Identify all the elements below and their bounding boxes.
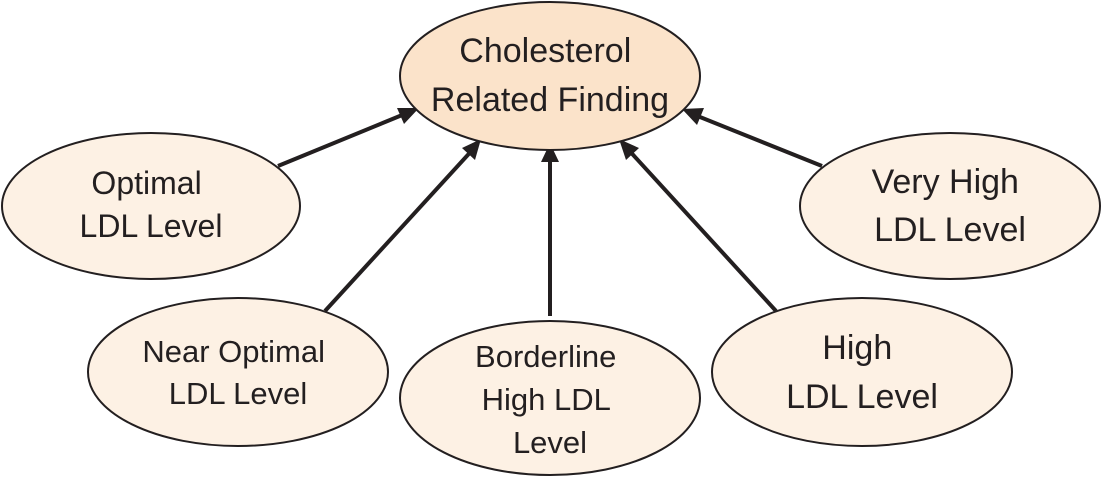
svg-text:Optimal LDL Level: Optimal LDL Level (80, 165, 223, 244)
node-center-shape (399, 1, 701, 151)
node-optimal-line-1: Optimal (91, 165, 201, 201)
arrowhead-very-high (682, 108, 704, 125)
arrowhead-borderline (541, 143, 559, 162)
node-borderline-line-2: High LDL (482, 382, 611, 417)
arrowhead-optimal (397, 108, 419, 124)
node-near-optimal-ldl-level: Near Optimal LDL Level (87, 297, 389, 447)
node-borderline-line-3: Level (513, 425, 587, 460)
node-high-ldl-level: High LDL Level (711, 297, 1013, 447)
node-high-line-1: High (822, 329, 892, 367)
edge-near-optimal-to-center (323, 144, 478, 313)
node-optimal-line-2: LDL Level (80, 208, 223, 244)
node-near-optimal-line-2: LDL Level (169, 376, 307, 411)
node-high-shape (711, 297, 1013, 447)
arrowhead-near-optimal (462, 139, 481, 160)
edges-layer (277, 108, 823, 316)
node-very-high-shape (799, 132, 1101, 280)
node-cholesterol-related-finding: Cholesterol Related Finding (399, 1, 701, 151)
svg-text:Very High LDL Level: Very High LDL Level (872, 163, 1029, 249)
node-center-line-1: Cholesterol (459, 32, 631, 70)
node-optimal-ldl-level: Optimal LDL Level (1, 132, 301, 280)
node-very-high-line-1: Very High (872, 163, 1019, 201)
arrowhead-high (619, 139, 639, 160)
node-borderline-line-1: Borderline (475, 339, 616, 374)
svg-text:Borderline High LDL: Borderline High LDL Level (475, 339, 625, 460)
node-very-high-ldl-level: Very High LDL Level (799, 132, 1101, 280)
node-near-optimal-line-1: Near Optimal (142, 334, 325, 369)
node-high-line-2: LDL Level (786, 378, 938, 416)
node-very-high-line-2: LDL Level (874, 211, 1026, 249)
node-optimal-shape (1, 132, 301, 280)
svg-text:High LDL Level: High LDL Level (786, 329, 938, 416)
svg-text:Cholesterol Related Find: Cholesterol Related Finding (431, 32, 669, 119)
node-borderline-shape (399, 320, 701, 476)
edge-optimal-to-center (277, 109, 413, 168)
svg-text:Near Optimal LDL Level: Near Optimal LDL Level (142, 334, 333, 411)
edge-high-to-center (623, 144, 778, 313)
node-center-line-2: Related Finding (431, 81, 669, 119)
node-near-optimal-shape (87, 297, 389, 447)
node-borderline-high-ldl-level: Borderline High LDL Level (399, 320, 701, 476)
edge-very-high-to-center (689, 111, 823, 168)
